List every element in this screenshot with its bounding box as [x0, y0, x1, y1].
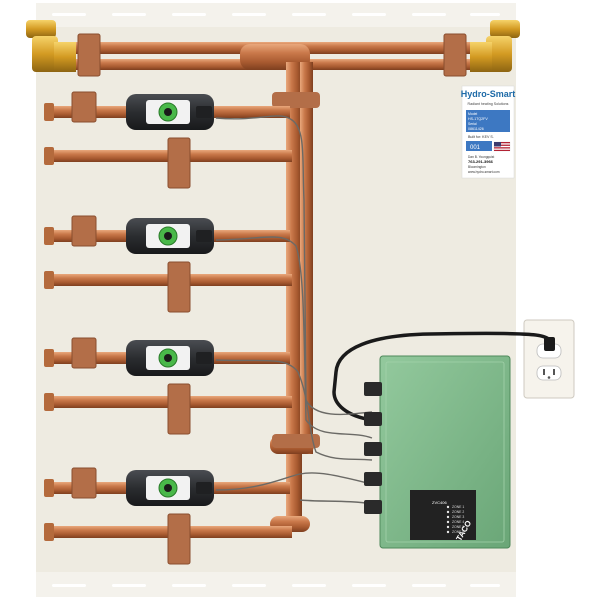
- controller-zone-label: ZONE 6: [452, 530, 464, 534]
- return-pipe-end: [44, 147, 54, 165]
- brand-logo-text: Hydro-Smart: [461, 89, 516, 99]
- power-plug: [544, 337, 555, 351]
- pipe-bracket: [167, 513, 191, 565]
- controller-zone-label: ZONE 2: [452, 510, 464, 514]
- panel-code: 001: [470, 145, 481, 151]
- pump-connector: [196, 106, 212, 118]
- model-value: HS-1TQ2FV: [468, 117, 488, 121]
- supply-pipe-end: [44, 227, 54, 245]
- return-pipe-end: [44, 271, 54, 289]
- serial-value: 08611426: [468, 127, 484, 131]
- return-pipe-end: [44, 523, 54, 541]
- zone-led-icon: [446, 525, 450, 529]
- contact-web: www.hydro-smart.com: [468, 170, 500, 174]
- controller-zone-label: ZONE 4: [452, 520, 464, 524]
- circulator-pump: [126, 94, 214, 130]
- header-mounting-brackets: [77, 33, 467, 77]
- cable-glands: [364, 382, 382, 514]
- power-cord: [332, 331, 552, 422]
- pump-connector: [196, 230, 212, 242]
- zone-led-icon: [446, 530, 450, 534]
- zone-row-2: [44, 215, 292, 313]
- pipe-bracket: [71, 215, 97, 247]
- zone-row-4: [44, 467, 292, 565]
- pump-dial-center: [164, 232, 172, 240]
- pipe-bracket: [71, 337, 97, 369]
- pump-connector: [196, 352, 212, 364]
- wall-outlet: [523, 319, 575, 399]
- return-pipe-end: [44, 393, 54, 411]
- pipe-bracket: [167, 383, 191, 435]
- circulator-pump: [126, 218, 214, 254]
- model-label: Model: [468, 112, 477, 116]
- zone-led-icon: [446, 515, 450, 519]
- pipe-bracket: [167, 137, 191, 189]
- pump-connector: [196, 482, 212, 494]
- circulator-pump: [126, 470, 214, 506]
- circulator-pump: [126, 340, 214, 376]
- pipe-bracket: [71, 91, 97, 123]
- controller-zone-label: ZONE 1: [452, 505, 464, 509]
- supply-pipe-end: [44, 103, 54, 121]
- zone-row-1: [44, 91, 292, 189]
- contact-city: Bloomington: [468, 165, 486, 169]
- pipe-bracket: [167, 261, 191, 313]
- serial-label: Serial: [468, 122, 477, 126]
- brass-fitting-right: [470, 20, 520, 72]
- zone-row-3: [44, 337, 292, 435]
- pump-dial-center: [164, 484, 172, 492]
- zone-led-icon: [446, 510, 450, 514]
- brass-fitting-left: [26, 20, 76, 72]
- controller-zone-label: ZONE 3: [452, 515, 464, 519]
- usa-flag-icon: [493, 141, 511, 152]
- controller-zone-label: ZONE 5: [452, 525, 464, 529]
- zone-led-icon: [446, 505, 450, 509]
- brand-tagline: Radiant heating Solutions: [468, 102, 509, 106]
- supply-pipe-end: [44, 479, 54, 497]
- pipe-bracket: [71, 467, 97, 499]
- contact-phone: 763-291-3966: [468, 159, 494, 164]
- controller-label: [410, 490, 476, 540]
- zone-led-icon: [446, 520, 450, 524]
- backboard-slots: [52, 13, 500, 587]
- controller-model: ZVC406: [432, 500, 447, 505]
- contact-name: Dan B. Youngquist: [468, 155, 494, 159]
- supply-pipe-end: [44, 349, 54, 367]
- pump-dial-center: [164, 354, 172, 362]
- pump-dial-center: [164, 108, 172, 116]
- brand-label: Hydro-Smart Radiant heating Solutions Mo…: [461, 85, 516, 179]
- built-for-label: Built for: KEV S.: [468, 135, 494, 139]
